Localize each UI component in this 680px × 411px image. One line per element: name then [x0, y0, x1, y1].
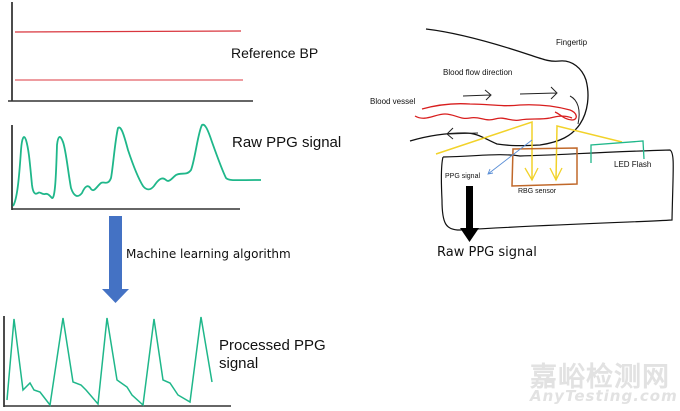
watermark-en: AnyTesting.com: [530, 387, 678, 405]
blood-flow-label: Blood flow direction: [443, 68, 513, 77]
fingertip-label: Fingertip: [556, 38, 588, 47]
bp-upper-line: [14, 30, 242, 33]
phone-body: [440, 149, 674, 231]
led-flash-label: LED Flash: [614, 160, 652, 169]
light-arrowhead-2: [549, 167, 563, 182]
ml-arrow: [102, 216, 129, 303]
reference-bp-label: Reference BP: [231, 45, 319, 61]
reference-bp-plot: [8, 2, 253, 102]
blood-vessel-upper: [421, 103, 577, 121]
ppg-signal-label: PPG signal: [445, 173, 481, 180]
flow-arrow-2: [519, 86, 558, 100]
processed-ppg-plot: [3, 316, 231, 407]
raw-ppg-plot: [11, 123, 262, 210]
light-ray-right: [555, 125, 623, 181]
finger-outline: [409, 28, 589, 147]
flow-arrow-3: [446, 127, 479, 140]
finger-lower-arc: [569, 95, 580, 125]
arrow-head: [102, 289, 129, 303]
light-arrowhead-1: [524, 167, 539, 182]
rbg-sensor-box: [511, 147, 578, 187]
flow-arrow-1: [462, 89, 492, 101]
blood-vessel-label: Blood vessel: [370, 97, 416, 106]
processed-ppg-label: Processed PPG signal: [219, 337, 326, 373]
arrow-shaft: [109, 216, 122, 290]
finger-diagram: [409, 28, 674, 242]
output-raw-ppg-label: Raw PPG signal: [437, 245, 537, 260]
ml-algorithm-label: Machine learning algorithm: [126, 247, 291, 261]
light-ray-left: [435, 120, 533, 180]
raw-ppg-waveform: [12, 123, 262, 207]
processed-ppg-label-line2: signal: [219, 355, 259, 372]
processed-ppg-label-line1: Processed PPG: [219, 337, 326, 354]
ppg-signal-arrow: [487, 139, 533, 175]
led-flash-box: [590, 140, 645, 163]
processed-ppg-waveform: [6, 316, 213, 407]
output-arrow-head: [460, 228, 479, 242]
output-arrow-shaft: [466, 186, 473, 229]
blood-vessel-lower: [414, 113, 573, 122]
watermark-cn: 嘉峪检测网: [530, 362, 670, 393]
rbg-sensor-label: RBG sensor: [518, 188, 557, 195]
raw-ppg-label: Raw PPG signal: [232, 134, 342, 151]
